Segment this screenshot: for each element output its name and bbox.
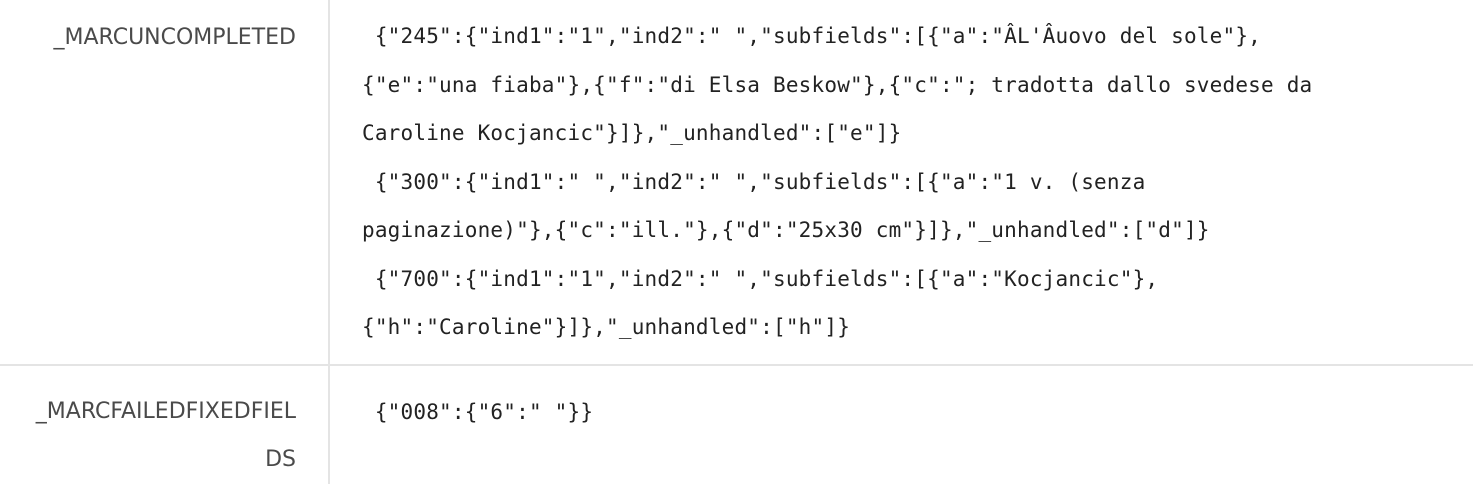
marc-700-json: {"700":{"ind1":"1","ind2":" ","subfields…: [362, 266, 1159, 340]
field-key-marcuncompleted: _MARCUNCOMPLETED: [0, 0, 330, 366]
marc-245-json: {"245":{"ind1":"1","ind2":" ","subfields…: [362, 24, 1313, 145]
table-row: _MARCFAILEDFIXEDFIEL DS {"008":{"6":" "}…: [0, 364, 1473, 484]
marc-008-json: {"008":{"6":" "}}: [362, 399, 594, 424]
field-key-marcfailedfixedfields: _MARCFAILEDFIXEDFIEL DS: [0, 364, 330, 484]
field-key-label: _MARCFAILEDFIXEDFIEL DS: [35, 398, 296, 472]
table-row: _MARCUNCOMPLETED {"245":{"ind1":"1","ind…: [0, 0, 1473, 366]
field-value-marcuncompleted: {"245":{"ind1":"1","ind2":" ","subfields…: [329, 0, 1473, 366]
marc-300-json: {"300":{"ind1":" ","ind2":" ","subfields…: [362, 169, 1210, 243]
field-value-marcfailedfixedfields: {"008":{"6":" "}}: [329, 365, 1473, 484]
